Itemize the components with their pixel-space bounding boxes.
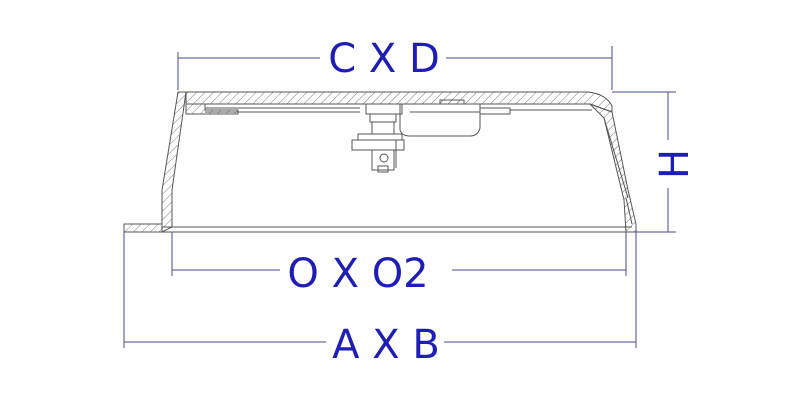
lock-mechanism <box>351 103 405 173</box>
left-wall <box>161 91 187 233</box>
dimension-axb <box>123 232 637 348</box>
base-flange <box>123 223 163 233</box>
lid-top <box>178 91 613 113</box>
dimension-label-overall: A X B <box>332 322 440 368</box>
dimension-cxd <box>177 46 613 90</box>
inner-rib <box>399 104 481 137</box>
dimension-label-inner: O X O2 <box>287 251 428 297</box>
cover-section <box>123 91 637 233</box>
dimension-label-height: H <box>652 149 698 179</box>
dimension-label-top: C X D <box>328 36 440 82</box>
dimension-oxo2 <box>171 232 627 276</box>
dimension-h <box>612 91 676 233</box>
